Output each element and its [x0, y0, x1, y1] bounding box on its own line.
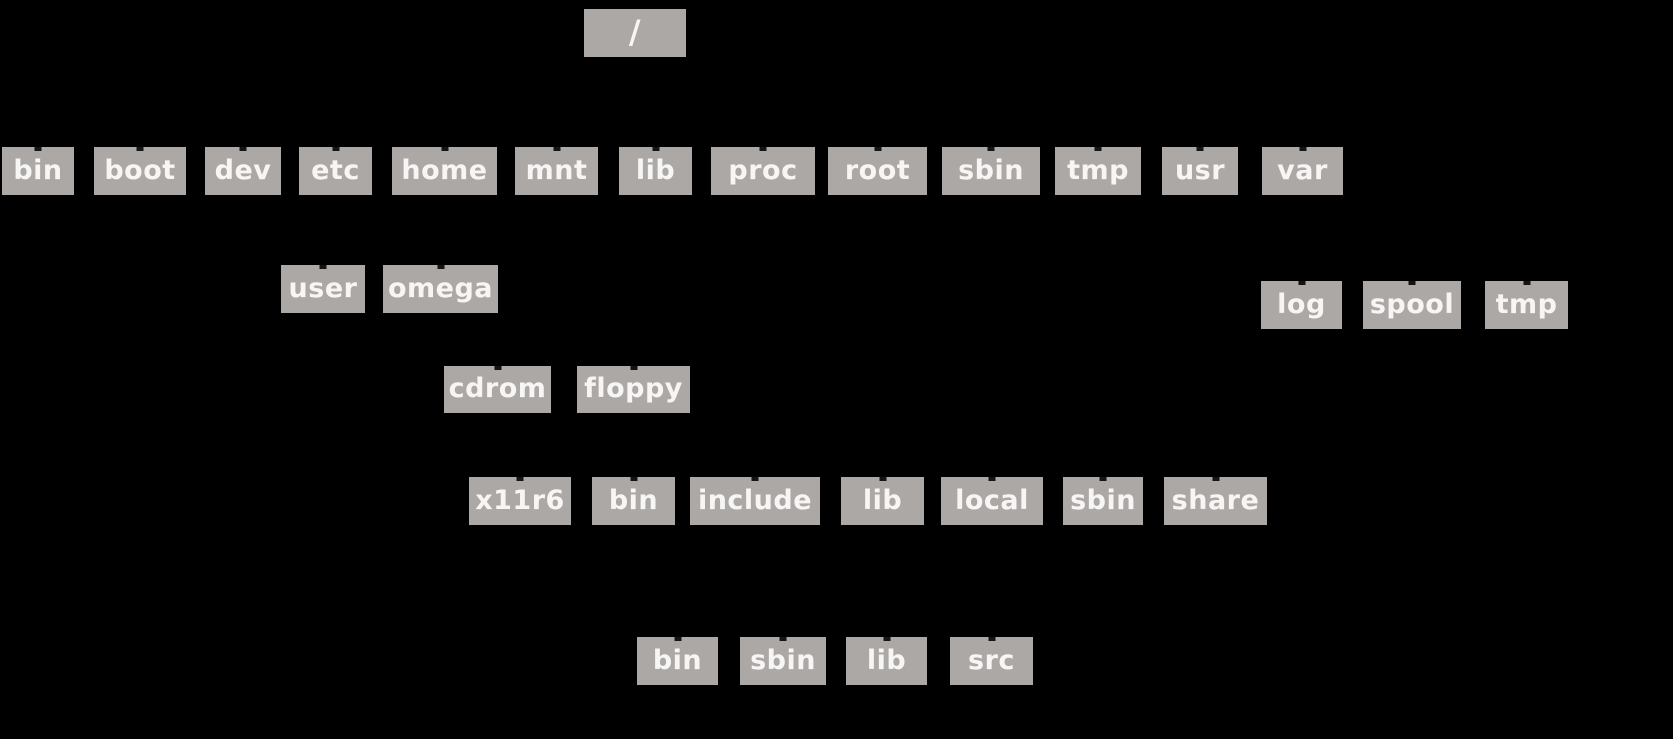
- connector-tick: [516, 477, 524, 481]
- connector-tick: [1212, 477, 1219, 481]
- tree-node-local-bin: bin: [637, 637, 718, 685]
- tree-node-lib: lib: [619, 147, 692, 195]
- tree-node-usr: usr: [1162, 147, 1238, 195]
- tree-node-label: bin: [13, 154, 63, 186]
- connector-tick: [988, 637, 995, 641]
- tree-node-mnt: mnt: [515, 147, 598, 195]
- tree-node-tmp: tmp: [1055, 147, 1141, 195]
- connector-tick: [630, 477, 637, 481]
- connector-tick: [652, 147, 659, 151]
- tree-node-label: lib: [866, 644, 907, 676]
- tree-node-label: usr: [1174, 154, 1226, 186]
- tree-node-bin: bin: [2, 147, 74, 195]
- tree-node-home-omega: omega: [383, 265, 498, 313]
- tree-node-label: bin: [652, 644, 703, 676]
- tree-node-label: share: [1171, 484, 1260, 516]
- connector-tick: [494, 366, 501, 370]
- connector-tick: [987, 147, 995, 151]
- tree-node-home-user: user: [281, 265, 365, 313]
- connector-tick: [751, 477, 759, 481]
- connector-tick: [553, 147, 560, 151]
- tree-node-label: home: [401, 154, 488, 186]
- connector-tick: [1196, 147, 1204, 151]
- connector-tick: [988, 477, 996, 481]
- tree-node-usr-bin: bin: [592, 477, 675, 525]
- connector-tick: [874, 147, 881, 151]
- tree-node-label: proc: [728, 154, 798, 186]
- tree-node-label: /: [628, 13, 642, 51]
- tree-node-sbin: sbin: [942, 147, 1040, 195]
- tree-node-mnt-floppy: floppy: [577, 366, 690, 413]
- tree-node-local-sbin: sbin: [740, 637, 826, 685]
- connector-tick: [759, 147, 767, 151]
- tree-node-label: user: [288, 272, 358, 304]
- connector-tick: [674, 637, 681, 641]
- tree-node-label: etc: [311, 154, 360, 186]
- tree-node-label: cdrom: [448, 373, 547, 404]
- connector-tick: [1299, 147, 1306, 151]
- tree-node-var-log: log: [1261, 281, 1342, 329]
- tree-node-var-spool: spool: [1363, 281, 1461, 329]
- connector-tick: [630, 366, 637, 370]
- connector-tick: [779, 637, 787, 641]
- tree-node-label: x11r6: [475, 484, 565, 516]
- tree-node-label: lib: [635, 154, 676, 186]
- tree-node-usr-x11r6: x11r6: [469, 477, 571, 525]
- tree-node-dev: dev: [205, 147, 281, 195]
- tree-node-label: lib: [862, 484, 903, 516]
- connector-tick: [239, 147, 247, 151]
- tree-node-var: var: [1262, 147, 1343, 195]
- tree-node-label: sbin: [750, 644, 816, 676]
- connector-tick: [34, 147, 42, 151]
- connector-tick: [879, 477, 886, 481]
- tree-node-label: tmp: [1067, 154, 1129, 186]
- connector-tick: [319, 265, 327, 269]
- tree-node-local-src: src: [950, 637, 1033, 685]
- tree-node-label: include: [697, 484, 813, 516]
- connector-tick: [883, 637, 890, 641]
- tree-node-label: log: [1277, 288, 1326, 320]
- tree-node-var-tmp: tmp: [1485, 281, 1568, 329]
- tree-node-usr-local: local: [941, 477, 1043, 525]
- connector-tick: [332, 147, 339, 151]
- tree-node-label: boot: [104, 154, 176, 186]
- tree-node-label: sbin: [958, 154, 1024, 186]
- tree-node-root: root: [828, 147, 927, 195]
- connector-tick: [1408, 281, 1416, 285]
- tree-node-usr-sbin: sbin: [1063, 477, 1143, 525]
- tree-node-label: sbin: [1070, 484, 1136, 516]
- tree-node-label: bin: [608, 484, 659, 516]
- tree-node-mnt-cdrom: cdrom: [444, 366, 551, 413]
- tree-node-label: spool: [1369, 288, 1455, 320]
- tree-node-etc: etc: [299, 147, 372, 195]
- connector-tick: [441, 147, 448, 151]
- connector-tick: [1099, 477, 1107, 481]
- tree-node-label: root: [844, 154, 911, 186]
- tree-node-usr-include: include: [690, 477, 820, 525]
- tree-node-label: var: [1277, 154, 1328, 186]
- connector-tick: [1523, 281, 1530, 285]
- connector-tick: [1094, 147, 1102, 151]
- tree-node-label: floppy: [584, 373, 683, 404]
- tree-node-label: mnt: [525, 154, 588, 186]
- tree-node-label: dev: [214, 154, 272, 186]
- tree-node-label: tmp: [1495, 288, 1558, 320]
- tree-node-proc: proc: [711, 147, 815, 195]
- tree-node-home: home: [392, 147, 497, 195]
- tree-node-slash: /: [584, 9, 686, 57]
- tree-node-usr-share: share: [1164, 477, 1267, 525]
- connector-tick: [136, 147, 144, 151]
- tree-node-label: src: [968, 644, 1015, 676]
- tree-node-label: omega: [387, 272, 494, 304]
- tree-node-label: local: [955, 484, 1029, 516]
- tree-node-local-lib: lib: [846, 637, 927, 685]
- connector-tick: [437, 265, 444, 269]
- tree-node-boot: boot: [94, 147, 186, 195]
- connector-tick: [1298, 281, 1305, 285]
- tree-node-usr-lib: lib: [841, 477, 924, 525]
